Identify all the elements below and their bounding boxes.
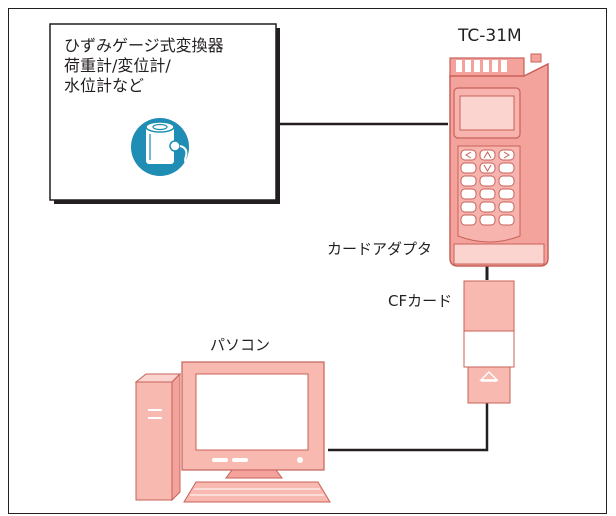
- sensor-box-shadow-bottom: [54, 200, 280, 204]
- tc31m-device: [449, 53, 549, 267]
- sensor-line-1: ひずみゲージ式変換器: [64, 36, 224, 55]
- pc-tower: [134, 372, 182, 502]
- cf-card-label: CFカード: [388, 292, 453, 310]
- device-label: TC-31M: [458, 26, 522, 46]
- cf-card: [463, 280, 515, 368]
- sensor-line-2: 荷重計/変位計/: [64, 56, 171, 75]
- pc-monitor: [181, 361, 325, 479]
- pc-label: パソコン: [210, 336, 271, 354]
- card-adapter: [467, 366, 511, 404]
- pc-keyboard: [183, 481, 331, 503]
- card-adapter-label: カードアダプタ: [327, 240, 433, 258]
- adapter-to-pc-cable: [328, 402, 489, 452]
- strain-gauge-sensor-icon: [131, 118, 191, 176]
- sensor-line-3: 水位計など: [64, 76, 145, 95]
- sensor-box-shadow-right: [276, 28, 280, 204]
- sensor-description: ひずみゲージ式変換器 荷重計/変位計/ 水位計など: [64, 36, 224, 96]
